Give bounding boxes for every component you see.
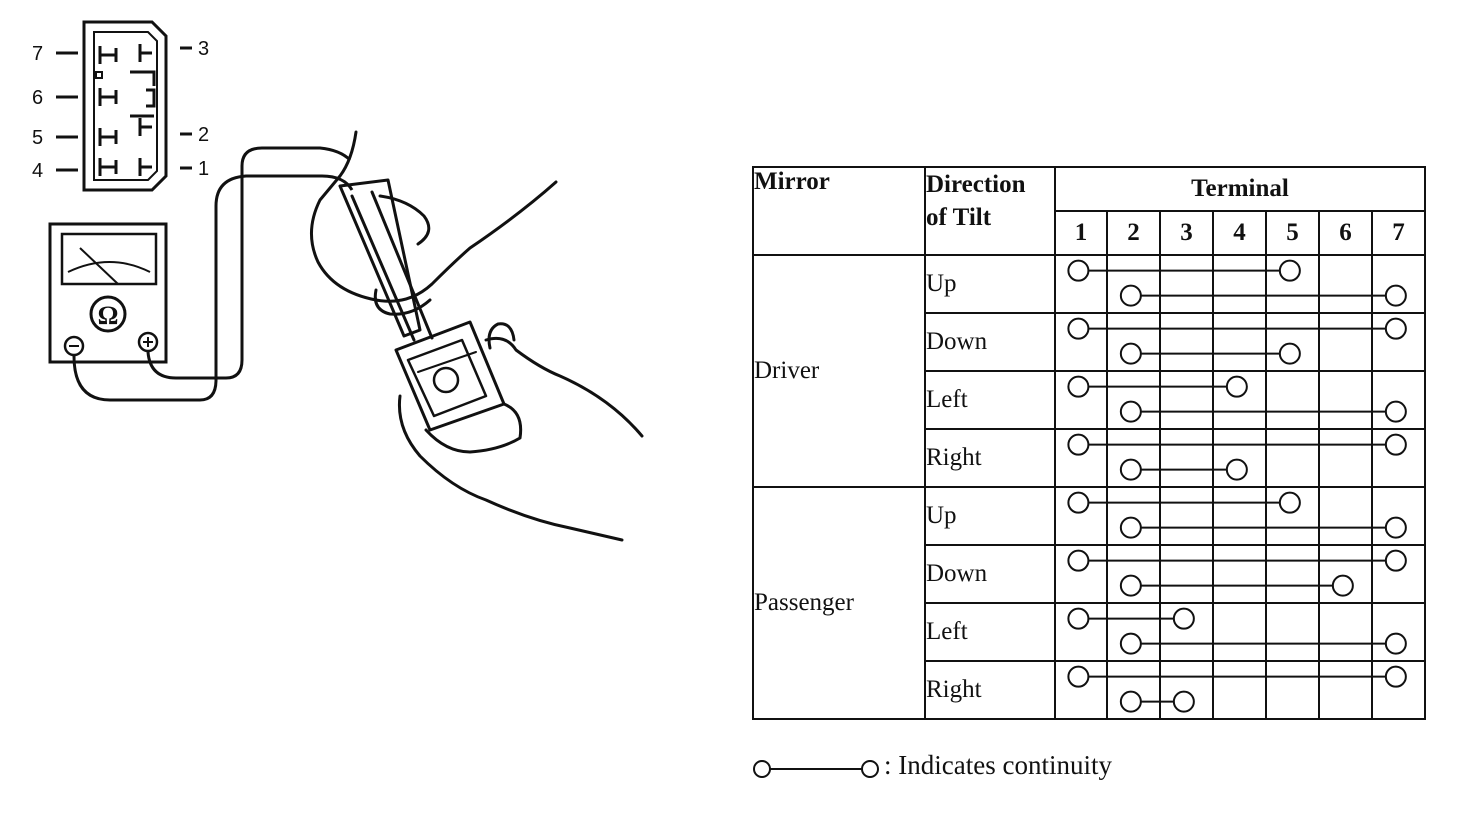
legend-text: : Indicates continuity bbox=[884, 750, 1112, 780]
table-row: Left bbox=[753, 602, 1426, 662]
ohmmeter bbox=[48, 146, 354, 402]
connector-inner bbox=[93, 31, 158, 181]
probe-grip bbox=[338, 178, 422, 338]
ohmmeter-body bbox=[48, 222, 168, 364]
legend-symbol bbox=[753, 760, 879, 778]
connector-pin-leads bbox=[56, 46, 192, 172]
direction-header-line1: Direction bbox=[926, 171, 1026, 198]
lower-hand bbox=[397, 394, 624, 542]
table-row: Passenger Up bbox=[752, 486, 1426, 720]
terminal-6-header: 6 bbox=[1318, 210, 1373, 256]
pin-label-7: 7 bbox=[32, 43, 43, 65]
terminal-number-row: 1 2 3 4 5 6 7 bbox=[753, 210, 1426, 256]
legend-circle-end bbox=[861, 760, 879, 778]
ohm-symbol: Ω bbox=[98, 301, 119, 330]
terminal-5-header: 5 bbox=[1265, 210, 1320, 256]
pin-label-4: 4 bbox=[32, 160, 43, 182]
table-row: Down bbox=[753, 312, 1426, 372]
terminal-header: Terminal bbox=[1054, 166, 1426, 212]
legend-circle-start bbox=[753, 760, 771, 778]
lower-palm bbox=[424, 402, 523, 454]
direction-cell: Left bbox=[924, 370, 1056, 430]
direction-column-header: Direction of Tilt bbox=[924, 166, 1056, 256]
direction-header-line2: of Tilt bbox=[926, 204, 992, 231]
pin-label-6: 6 bbox=[32, 87, 43, 109]
lower-thumb bbox=[487, 322, 516, 350]
pin-label-5: 5 bbox=[32, 127, 43, 149]
ohmmeter-dial-knob bbox=[89, 295, 127, 333]
pin-label-3: 3 bbox=[198, 38, 209, 60]
connector-diagram bbox=[56, 20, 192, 192]
connector-body bbox=[82, 20, 168, 192]
direction-cell: Up bbox=[924, 486, 1056, 546]
direction-cell: Down bbox=[924, 544, 1056, 604]
mirror-driver: Driver bbox=[752, 254, 926, 488]
mirror-passenger: Passenger bbox=[752, 486, 926, 720]
terminal-2-header: 2 bbox=[1106, 210, 1161, 256]
table-row: Driver Up bbox=[752, 254, 1426, 488]
terminal-4-header: 4 bbox=[1212, 210, 1267, 256]
direction-cell: Up bbox=[924, 254, 1056, 314]
negative-terminal bbox=[63, 335, 85, 357]
positive-test-lead bbox=[146, 146, 352, 380]
direction-cell: Right bbox=[924, 428, 1056, 488]
table-row: Right bbox=[753, 428, 1426, 488]
terminal-7-header: 7 bbox=[1371, 210, 1426, 256]
ohmmeter-dial bbox=[60, 232, 158, 286]
switch-test-illustration: 7 6 5 4 3 2 1 Ω bbox=[32, 20, 644, 542]
continuity-table: Mirror Direction of Tilt Terminal 1 2 3 4… bbox=[752, 166, 1426, 720]
connector-pin-labels: 7 6 5 4 3 2 1 bbox=[32, 38, 209, 182]
pin-label-1: 1 bbox=[198, 158, 209, 180]
terminal-3-header: 3 bbox=[1159, 210, 1214, 256]
direction-cell: Down bbox=[924, 312, 1056, 372]
positive-terminal bbox=[137, 331, 159, 353]
continuity-table-container: Mirror Direction of Tilt Terminal 1 2 3 4… bbox=[752, 166, 1426, 720]
negative-test-lead bbox=[72, 174, 354, 402]
direction-cell: Left bbox=[924, 602, 1056, 662]
upper-thumb bbox=[378, 194, 431, 246]
connector-right-terminals bbox=[130, 44, 156, 176]
mirror-column-header: Mirror bbox=[752, 166, 926, 256]
connector-left-terminals bbox=[95, 46, 118, 176]
direction-cell: Right bbox=[924, 660, 1056, 720]
terminal-1-header: 1 bbox=[1054, 210, 1108, 256]
pin-label-2: 2 bbox=[198, 124, 209, 146]
lower-hand-top bbox=[484, 336, 644, 438]
hands-and-probes bbox=[309, 130, 644, 542]
ohmmeter-needle bbox=[79, 247, 119, 285]
